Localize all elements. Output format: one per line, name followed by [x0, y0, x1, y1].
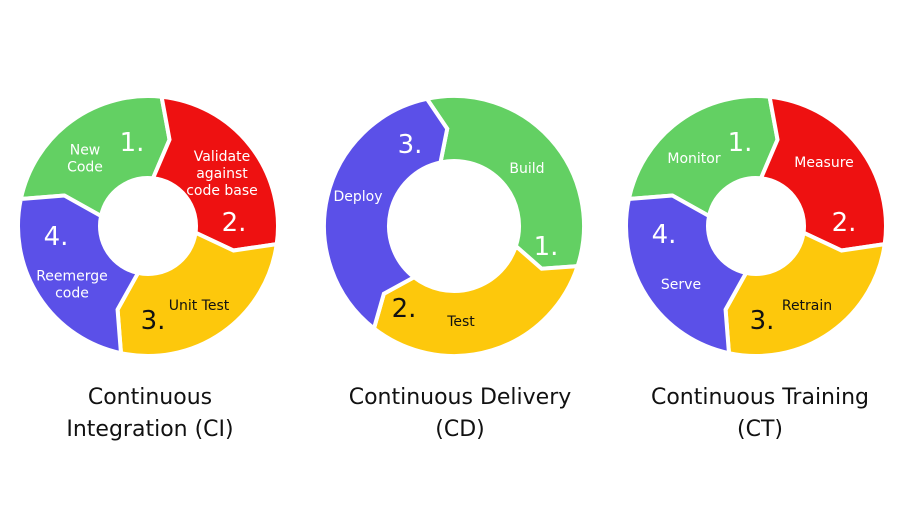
cycle-ct: Monitor 1. Measure 2. Retrain 3. Serve 4. — [624, 94, 888, 358]
caption-line: (CT) — [737, 417, 783, 442]
segment-green — [18, 94, 172, 220]
caption-line: Integration (CI) — [66, 417, 234, 442]
segment-green — [626, 94, 780, 220]
caption-line: Continuous — [87, 385, 213, 410]
caption-line: (CD) — [435, 417, 485, 442]
step-number: 2. — [832, 208, 857, 238]
caption-continuous-integration: Continuous Integration (CI) — [0, 382, 300, 446]
caption-line: Continuous Training — [650, 385, 870, 410]
step-number: 3. — [141, 306, 166, 336]
step-number: 3. — [750, 306, 775, 336]
ring-hole — [100, 178, 196, 274]
segment-label: Serve — [661, 277, 701, 293]
step-number: 4. — [44, 222, 69, 252]
segment-yellow — [371, 242, 581, 358]
caption-continuous-training: Continuous Training (CT) — [610, 382, 908, 446]
step-number: 1. — [120, 128, 145, 158]
segment-label: Measure — [794, 155, 854, 171]
step-number: 2. — [392, 294, 417, 324]
step-number: 4. — [652, 220, 677, 250]
step-number: 2. — [222, 208, 247, 238]
step-number: 3. — [398, 130, 423, 160]
segment-label: Test — [446, 314, 475, 330]
segment-label: Monitor — [667, 151, 720, 167]
caption-continuous-delivery: Continuous Delivery (CD) — [310, 382, 610, 446]
segment-label: Deploy — [333, 189, 382, 205]
ring-hole — [708, 178, 804, 274]
step-number: 1. — [728, 128, 753, 158]
segment-label: Retrain — [782, 298, 832, 314]
step-number: 1. — [534, 232, 559, 262]
cycle-cd: Build 1. Test 2. Deploy 3. — [322, 94, 586, 358]
caption-line: Continuous Delivery — [348, 385, 572, 410]
segment-label: Build — [509, 161, 544, 177]
ring-hole — [389, 161, 519, 291]
segment-label: Unit Test — [169, 298, 230, 314]
